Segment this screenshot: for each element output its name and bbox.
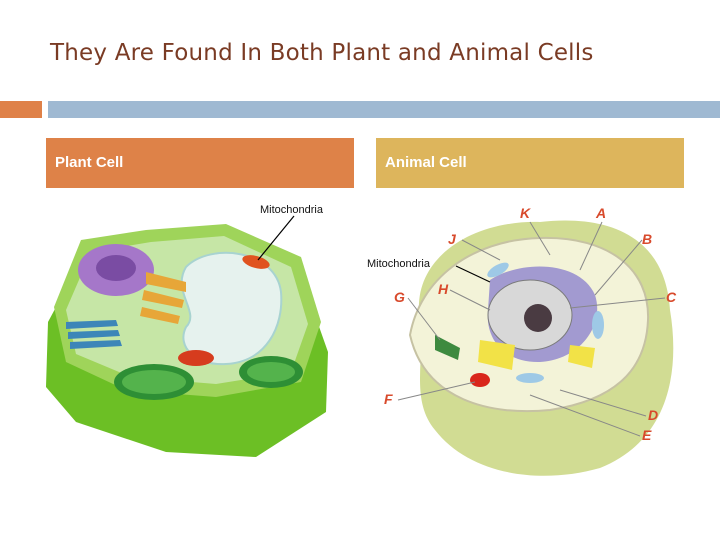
animal-cell-illustration: K A J B H G C F D E: [384, 205, 677, 476]
plant-cell-header: Plant Cell: [46, 138, 354, 188]
plant-mitochondria-label: Mitochondria: [260, 204, 323, 216]
label-h: H: [438, 281, 449, 297]
label-c: C: [666, 289, 677, 305]
animal-cell-header: Animal Cell: [376, 138, 684, 188]
accent-bar-blue: [48, 101, 720, 118]
label-j: J: [448, 231, 457, 247]
slide-title: They Are Found In Both Plant and Animal …: [50, 40, 594, 66]
label-k: K: [520, 205, 531, 221]
label-b: B: [642, 231, 652, 247]
accent-bar-orange: [0, 101, 42, 118]
label-d: D: [648, 407, 658, 423]
label-g: G: [394, 289, 405, 305]
label-a: A: [595, 205, 606, 221]
label-f: F: [384, 391, 393, 407]
plant-cell-illustration: [46, 215, 328, 457]
animal-mitochondria-label: Mitochondria: [367, 258, 430, 270]
label-e: E: [642, 427, 652, 443]
